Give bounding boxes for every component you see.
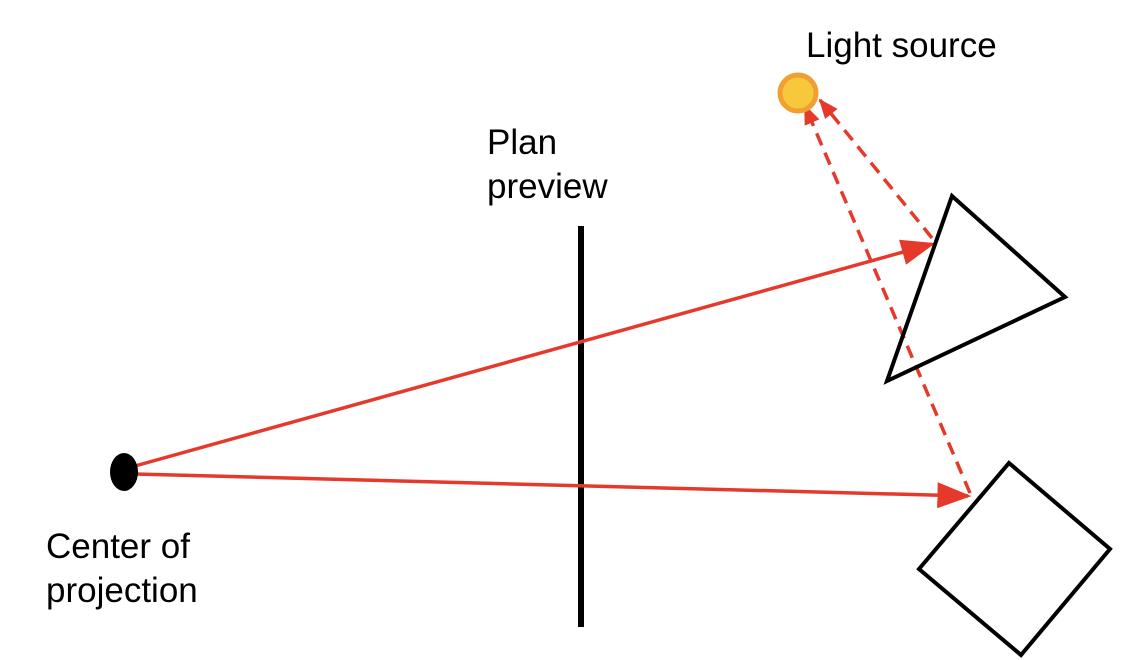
plan-preview-label-line-2: preview [487, 167, 608, 206]
center-of-projection-label-line-1: Center of [46, 527, 190, 566]
center-of-projection-label-line-2: projection [46, 571, 198, 610]
shadow-ray-from-square [803, 104, 972, 494]
projection-ray-to-triangle [134, 239, 936, 468]
triangle-object [883, 192, 1069, 385]
light-source-icon [777, 72, 819, 114]
plan-preview-label: Plan preview [487, 121, 608, 209]
plan-preview-label-line-1: Plan [487, 123, 558, 162]
light-source-label: Light source [806, 24, 997, 68]
light-source-label-text: Light source [806, 26, 997, 65]
projection-ray-to-square [134, 472, 972, 509]
square-object [916, 460, 1113, 658]
center-of-projection-label: Center of projection [46, 525, 198, 613]
center-of-projection-point [110, 453, 138, 491]
shadow-ray-from-triangle [818, 98, 934, 240]
